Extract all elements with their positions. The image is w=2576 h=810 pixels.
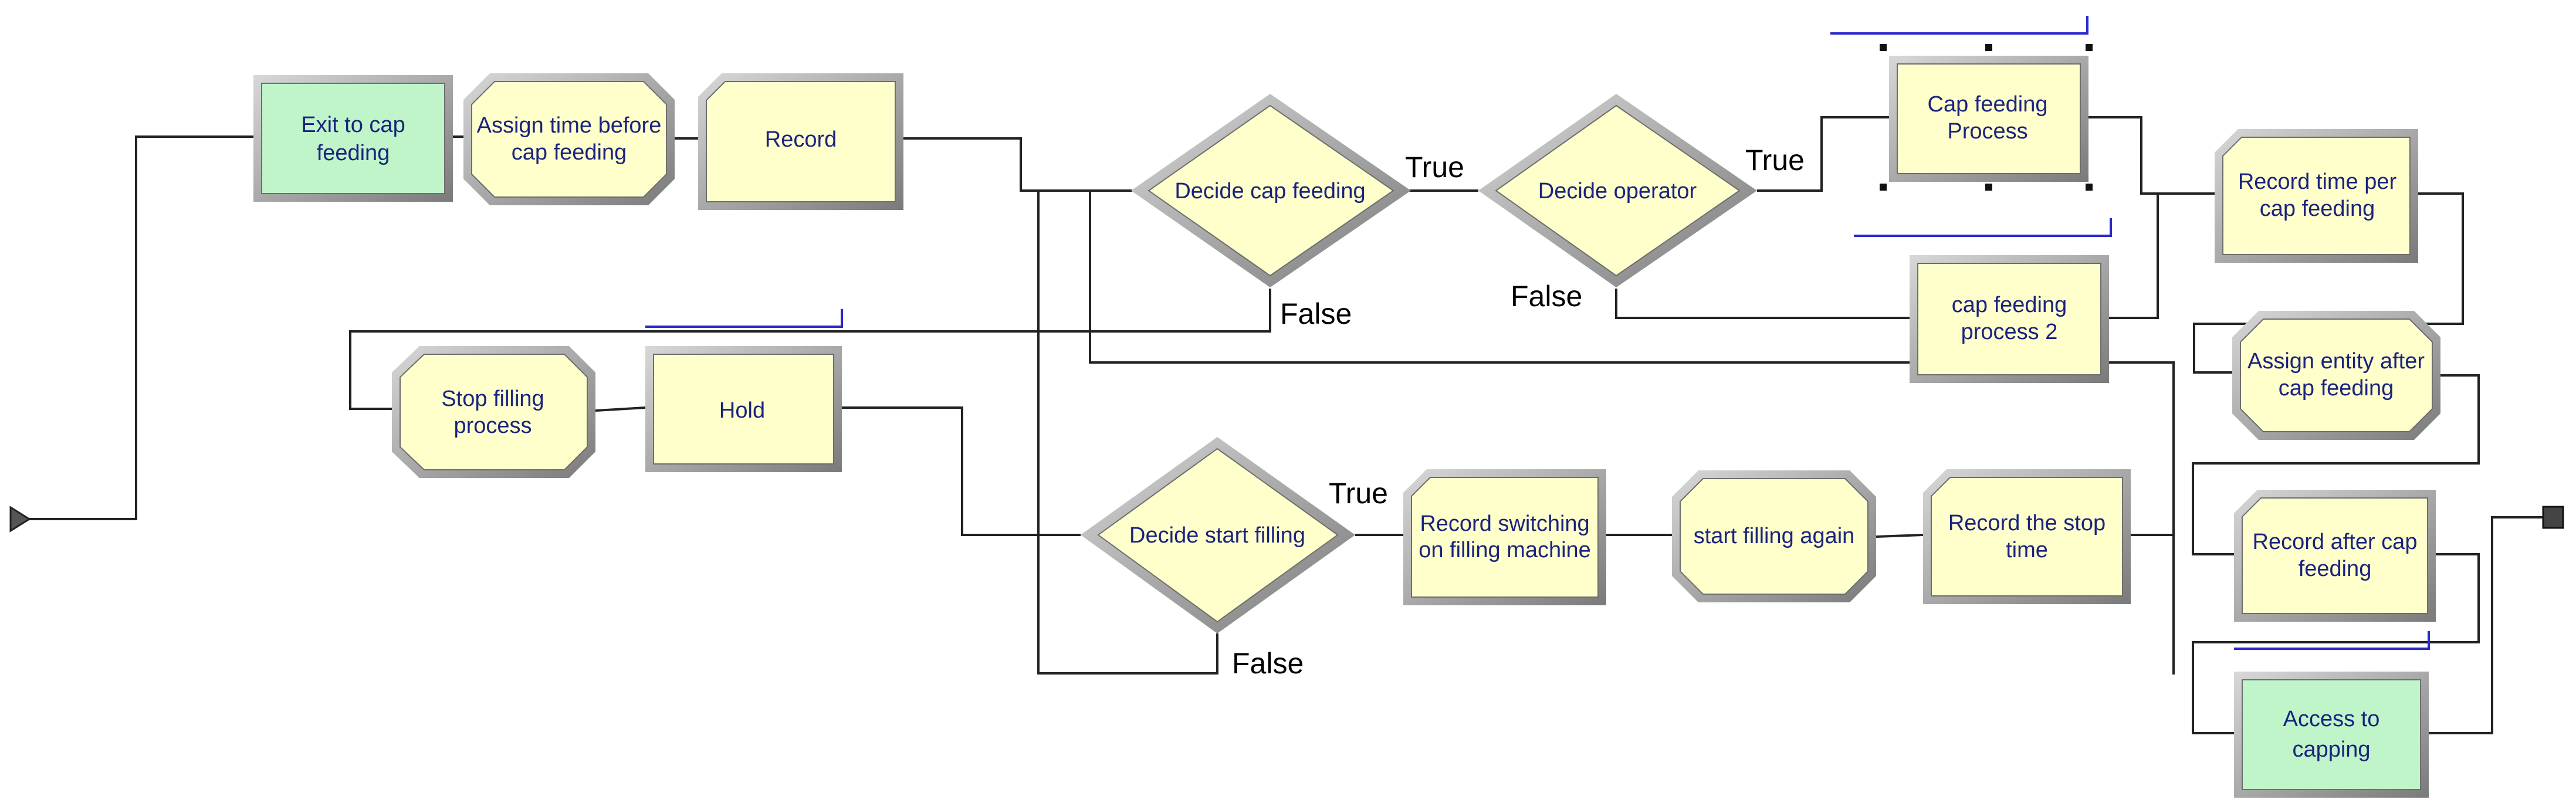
module-start-filling-again[interactable]: start filling again [1672, 470, 1876, 602]
label-start-true: True [1329, 477, 1388, 510]
connector-start-to-record-stop[interactable] [1876, 534, 1924, 538]
resource-bar-access-to-capping[interactable] [2234, 631, 2430, 650]
connector-process2-loop-back[interactable] [2107, 361, 2175, 675]
connector-record-after-to-access[interactable] [2192, 553, 2480, 734]
label-operator-true: True [1745, 144, 1805, 177]
label-start-false: False [1232, 647, 1304, 680]
svg-text:Decide cap feeding: Decide cap feeding [1174, 179, 1365, 204]
module-decide-start-filling[interactable]: Decide start filling [1081, 437, 1355, 633]
connector-access-to-dispose[interactable] [2429, 516, 2543, 734]
module-hold[interactable]: Hold [645, 346, 842, 472]
connector-record-to-decide-cap[interactable] [903, 137, 1132, 192]
svg-text:Record: Record [765, 127, 837, 152]
connector-cap-false-to-stop[interactable] [349, 289, 1271, 410]
connector-entry-to-exit[interactable] [18, 135, 253, 520]
label-cap-false: False [1280, 297, 1352, 330]
label-operator-false: False [1511, 280, 1582, 313]
module-decide-cap-feeding[interactable]: Decide cap feeding [1131, 94, 1411, 287]
module-record[interactable]: Record [698, 73, 903, 210]
connector-process-to-record-time[interactable] [2088, 116, 2215, 195]
svg-text:Decide start filling: Decide start filling [1129, 523, 1305, 548]
svg-text:Hold: Hold [719, 398, 765, 423]
connector-hold-to-decide-start[interactable] [842, 406, 1081, 536]
resource-bar-hold[interactable] [645, 309, 843, 328]
connector-process2-to-record-time[interactable] [2107, 194, 2159, 319]
connectors [18, 116, 2543, 734]
resource-bar-cap-feeding-process[interactable] [1830, 16, 2088, 35]
resource-bars [645, 16, 2430, 650]
svg-text:start filling again: start filling again [1694, 524, 1855, 548]
connector-start-false-loop[interactable] [1037, 191, 1218, 675]
label-cap-true: True [1405, 151, 1464, 184]
connector-operator-false-to-process2[interactable] [1615, 289, 1910, 319]
create-entry-icon[interactable] [9, 506, 31, 533]
module-decide-operator[interactable]: Decide operator [1478, 94, 1757, 287]
dispose-exit-icon[interactable] [2542, 506, 2564, 529]
connector-stop-to-hold[interactable] [595, 406, 646, 412]
svg-text:Decide operator: Decide operator [1538, 179, 1697, 204]
selection-handles [1880, 44, 2093, 191]
connector-loop-to-decide-cap-branch[interactable] [1089, 191, 2107, 364]
connector-assign-entity-to-record-after[interactable] [2192, 374, 2480, 555]
connector-operator-true-to-process[interactable] [1757, 116, 1889, 192]
resource-bar-cap-feeding-process-2[interactable] [1854, 218, 2112, 237]
